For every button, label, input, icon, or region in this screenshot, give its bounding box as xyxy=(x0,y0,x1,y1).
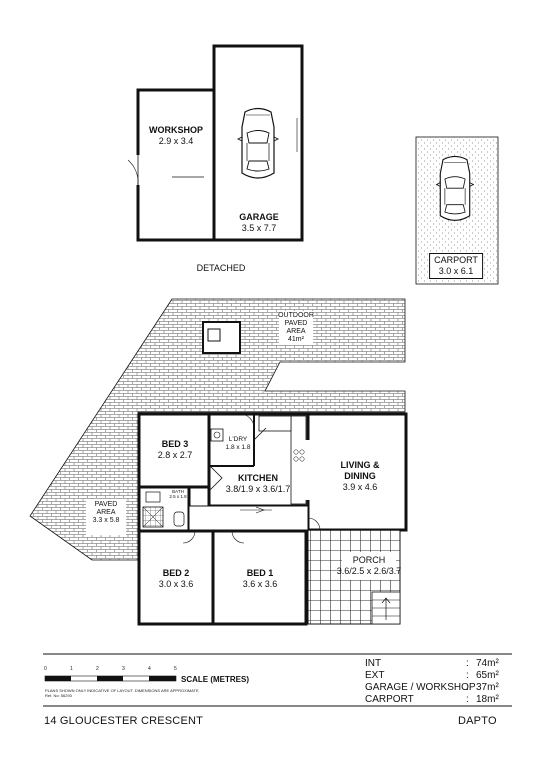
scale-tick-1: 1 xyxy=(70,666,73,672)
garage-label: GARAGE 3.5 x 7.7 xyxy=(239,212,279,234)
area-int-colon: : xyxy=(466,658,469,669)
scale-label: SCALE (METRES) xyxy=(181,675,249,684)
scale-tick-4: 4 xyxy=(148,666,151,672)
scale-tick-2: 2 xyxy=(96,666,99,672)
living-dining-label: LIVING & DINING 3.9 x 4.6 xyxy=(340,460,379,493)
area-garage-value: 37m² xyxy=(476,682,499,693)
workshop-label: WORKSHOP 2.9 x 3.4 xyxy=(149,125,203,147)
living-name: LIVING & xyxy=(340,460,380,470)
scale-bar xyxy=(43,653,512,707)
outdoor-area: 41m² xyxy=(288,336,304,343)
scale-tick-0: 0 xyxy=(44,666,47,672)
bed1-dims: 3.6 x 3.6 xyxy=(242,579,278,589)
bed2-dims: 3.0 x 3.6 xyxy=(158,579,194,589)
outdoor-line2: PAVED xyxy=(284,320,308,327)
area-int-label: INT xyxy=(365,658,382,669)
area-carport-colon: : xyxy=(466,694,469,705)
reference-number: Ref. No: 56293 xyxy=(45,693,72,698)
workshop-name: WORKSHOP xyxy=(149,125,203,135)
scale-disclaimer: PLANS SHOWN ONLY INDICATIVE OF LAYOUT. D… xyxy=(45,688,199,693)
garage-name: GARAGE xyxy=(239,212,279,222)
bed1-label: BED 1 3.6 x 3.6 xyxy=(243,568,278,590)
bed1-name: BED 1 xyxy=(246,568,274,578)
area-garage-label: GARAGE / WORKSHOP xyxy=(365,682,476,693)
area-garage-colon: : xyxy=(466,682,469,693)
scale-tick-3: 3 xyxy=(122,666,125,672)
bath-name: BATH xyxy=(172,489,184,494)
area-carport-label: CARPORT xyxy=(365,694,414,705)
outdoor-line1: OUTDOOR xyxy=(278,312,314,319)
carport-label: CARPORT 3.0 x 6.1 xyxy=(429,253,483,279)
workshop-dims: 2.9 x 3.4 xyxy=(158,136,194,146)
porch-dims: 3.6/2.5 x 2.6/3.7 xyxy=(336,566,402,576)
garage-dims: 3.5 x 7.7 xyxy=(241,223,277,233)
area-ext-value: 65m² xyxy=(476,670,499,681)
area-ext-label: EXT xyxy=(365,670,385,681)
property-address: 14 GLOUCESTER CRESCENT xyxy=(44,715,204,727)
paved-line1: PAVED xyxy=(94,501,118,508)
laundry-name: L'DRY xyxy=(228,436,248,443)
bed3-label: BED 3 2.8 x 2.7 xyxy=(158,439,193,461)
laundry-label: L'DRY 1.8 x 1.8 xyxy=(226,436,251,451)
porch-name: PORCH xyxy=(352,555,386,565)
scale-tick-5: 5 xyxy=(174,666,177,672)
main-house xyxy=(137,412,408,626)
paved-line2: AREA xyxy=(96,509,116,516)
bath-label: BATH 2.5 x 1.8 xyxy=(169,489,186,499)
detached-label: DETACHED xyxy=(197,263,246,274)
kitchen-dims: 3.8/1.9 x 3.6/1.7 xyxy=(225,484,291,494)
laundry-dims: 1.8 x 1.8 xyxy=(225,443,251,451)
bath-dims: 2.5 x 1.8 xyxy=(169,494,187,499)
area-carport-value: 18m² xyxy=(476,694,499,705)
kitchen-name: KITCHEN xyxy=(237,473,278,483)
paved-dims: 3.3 x 5.8 xyxy=(92,517,120,524)
detached-text: DETACHED xyxy=(196,263,246,273)
workshop-garage-building xyxy=(127,44,304,242)
property-suburb: DAPTO xyxy=(458,715,497,727)
paved-area-label: PAVED AREA 3.3 x 5.8 xyxy=(93,501,120,525)
carport-name: CARPORT xyxy=(434,255,478,265)
bed3-dims: 2.8 x 2.7 xyxy=(157,450,193,460)
bed2-name: BED 2 xyxy=(162,568,190,578)
outdoor-paved-label: OUTDOOR PAVED AREA 41m² xyxy=(278,312,314,344)
living-name2: DINING xyxy=(344,471,376,481)
living-dims: 3.9 x 4.6 xyxy=(342,482,378,492)
bed3-name: BED 3 xyxy=(161,439,189,449)
area-ext-colon: : xyxy=(466,670,469,681)
outdoor-line3: AREA xyxy=(286,328,306,335)
carport-dims: 3.0 x 6.1 xyxy=(438,266,474,276)
area-int-value: 74m² xyxy=(476,658,499,669)
kitchen-label: KITCHEN 3.8/1.9 x 3.6/1.7 xyxy=(226,473,291,495)
porch-label: PORCH 3.6/2.5 x 2.6/3.7 xyxy=(337,555,402,577)
bed2-label: BED 2 3.0 x 3.6 xyxy=(159,568,194,590)
outdoor-paved-area xyxy=(29,298,406,561)
